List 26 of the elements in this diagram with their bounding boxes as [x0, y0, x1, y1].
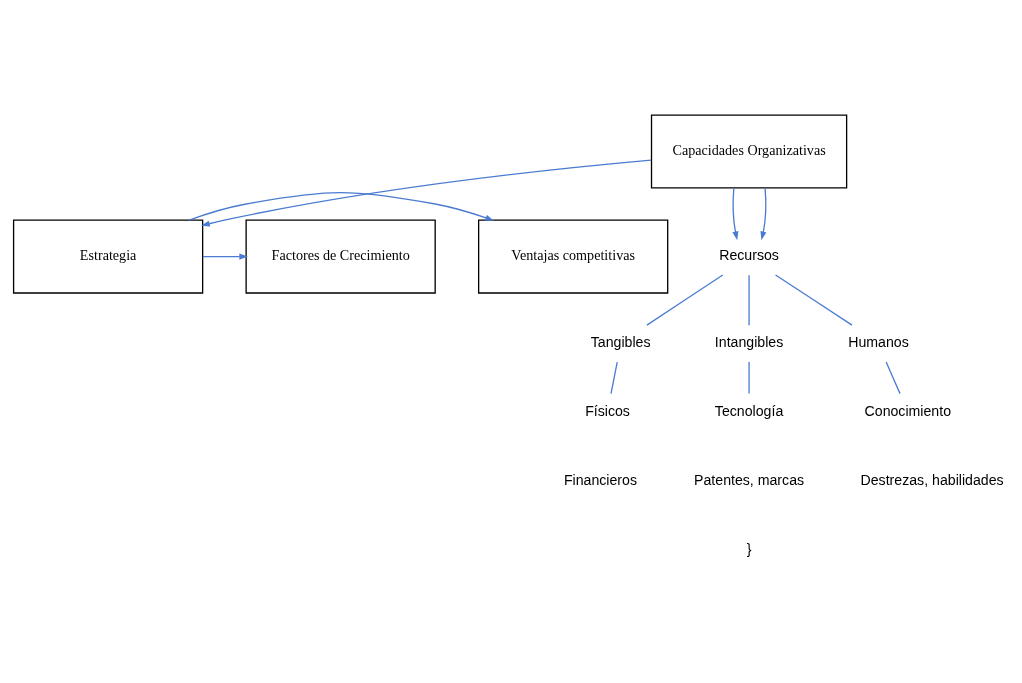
node-box: Capacidades Organizativas [650, 114, 847, 189]
arrow [200, 159, 652, 227]
arrow [759, 187, 766, 241]
connector [747, 361, 750, 395]
label: Destrezas, habilidades [860, 471, 1004, 488]
label: Patentes, marcas [693, 471, 804, 488]
node-box: Ventajas competitivas [477, 219, 668, 294]
arrow [188, 191, 494, 221]
node-text: Conocimiento [864, 403, 951, 420]
connector [747, 274, 750, 326]
connector [645, 274, 723, 326]
node-text: Tecnología [714, 403, 783, 420]
connector [885, 361, 901, 395]
node-text: Recursos [718, 247, 779, 264]
node-text: Humanos [847, 334, 909, 351]
node-box: Estrategia [12, 219, 203, 294]
node-text: Tangibles [590, 334, 651, 351]
arrow [201, 253, 248, 260]
label: Financieros [563, 471, 637, 488]
node-box: Factores de Crecimiento [244, 219, 436, 294]
arrow [731, 187, 738, 241]
node-text: Físicos [584, 403, 630, 420]
connector [774, 274, 853, 326]
node-text: Intangibles [714, 334, 783, 351]
label: } [746, 540, 751, 557]
connector [609, 361, 618, 395]
